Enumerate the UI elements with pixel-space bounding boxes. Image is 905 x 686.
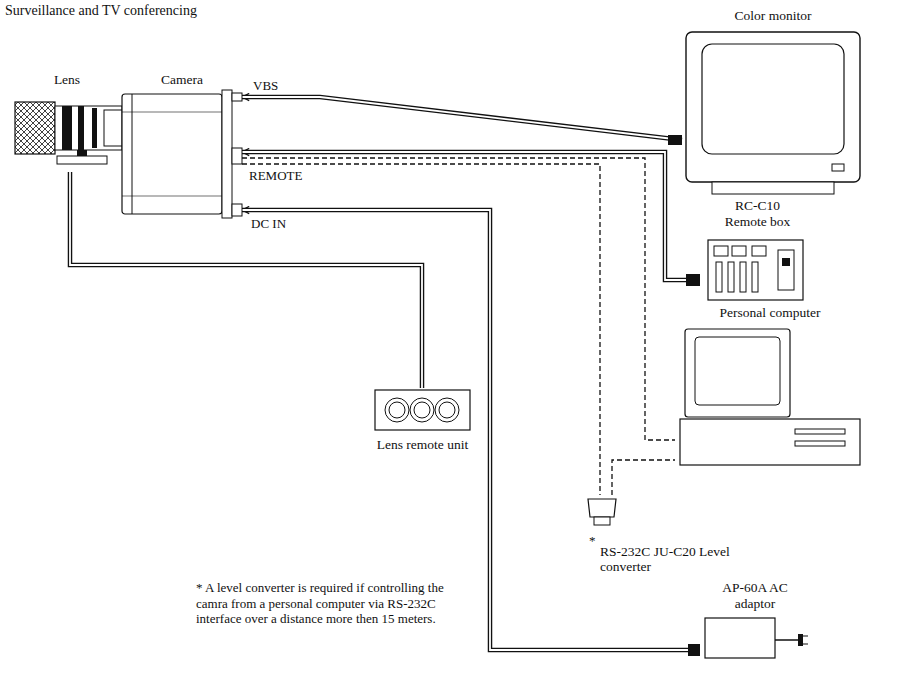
device-label: Lens (54, 72, 80, 88)
computer-illustration (675, 305, 865, 475)
device-node: Personal computer (675, 305, 865, 475)
device-node: RC-C10 Remote box (700, 198, 815, 306)
device-label: RC-C10 Remote box (717, 198, 799, 229)
device-label: Color monitor (735, 8, 812, 24)
device-node: Color monitor (682, 8, 864, 200)
serial-cable (242, 158, 675, 440)
signal-cable (242, 152, 700, 280)
device-node: Lens remote unit (360, 388, 485, 453)
device-label: Lens remote unit (377, 437, 468, 453)
device-node: Lens (12, 72, 122, 172)
monitor-illustration (682, 8, 864, 200)
device-label: Personal computer (720, 305, 821, 321)
cable-core (242, 152, 700, 280)
device-node: Camera (122, 72, 242, 222)
signal-cable (242, 97, 682, 140)
remote-plug (686, 274, 700, 286)
camera-illustration (122, 72, 242, 222)
bnc-plug (668, 135, 682, 145)
device-label: Camera (161, 72, 203, 88)
device-node: RS-232C JU-C20 Level converter (580, 495, 760, 575)
serial-cable (612, 460, 675, 495)
signal-label: * (588, 533, 597, 549)
signal-label: DC IN (250, 216, 287, 232)
signal-label: REMOTE (248, 168, 303, 184)
serial-cable (242, 164, 600, 495)
device-label: AP-60A AC adaptor (715, 580, 795, 611)
footnote: * A level converter is required if contr… (195, 580, 475, 627)
dc-plug (688, 644, 700, 656)
device-label: RS-232C JU-C20 Level converter (600, 544, 760, 575)
device-node: AP-60A AC adaptor (700, 580, 810, 665)
signal-label: VBS (252, 78, 279, 94)
cable-core (242, 97, 682, 140)
diagram-title: Surveillance and TV conferencing (4, 3, 198, 20)
